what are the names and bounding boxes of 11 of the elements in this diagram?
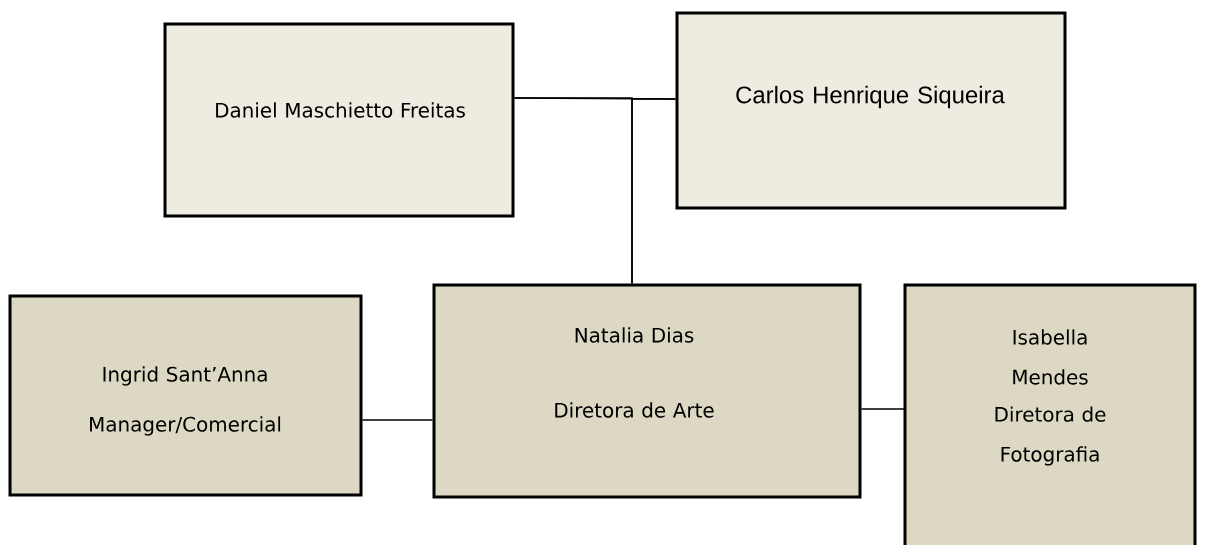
name-text: Ingrid Sant’Anna xyxy=(103,366,267,386)
name-text: Manager/Comercial xyxy=(90,416,281,436)
name-text: Natalia Dias xyxy=(575,327,694,343)
connector-line xyxy=(361,419,434,421)
name-text: Isabella Mendes xyxy=(1013,329,1088,385)
connector-line xyxy=(860,408,906,410)
name-text: Diretora de Arte xyxy=(555,402,714,418)
name-text: Daniel Maschietto Freitas xyxy=(216,102,465,118)
connector-line xyxy=(631,98,677,285)
name-text: Carlos Henrique Siqueira xyxy=(736,85,1005,109)
name-text: Diretora de Fotografia xyxy=(995,406,1106,466)
